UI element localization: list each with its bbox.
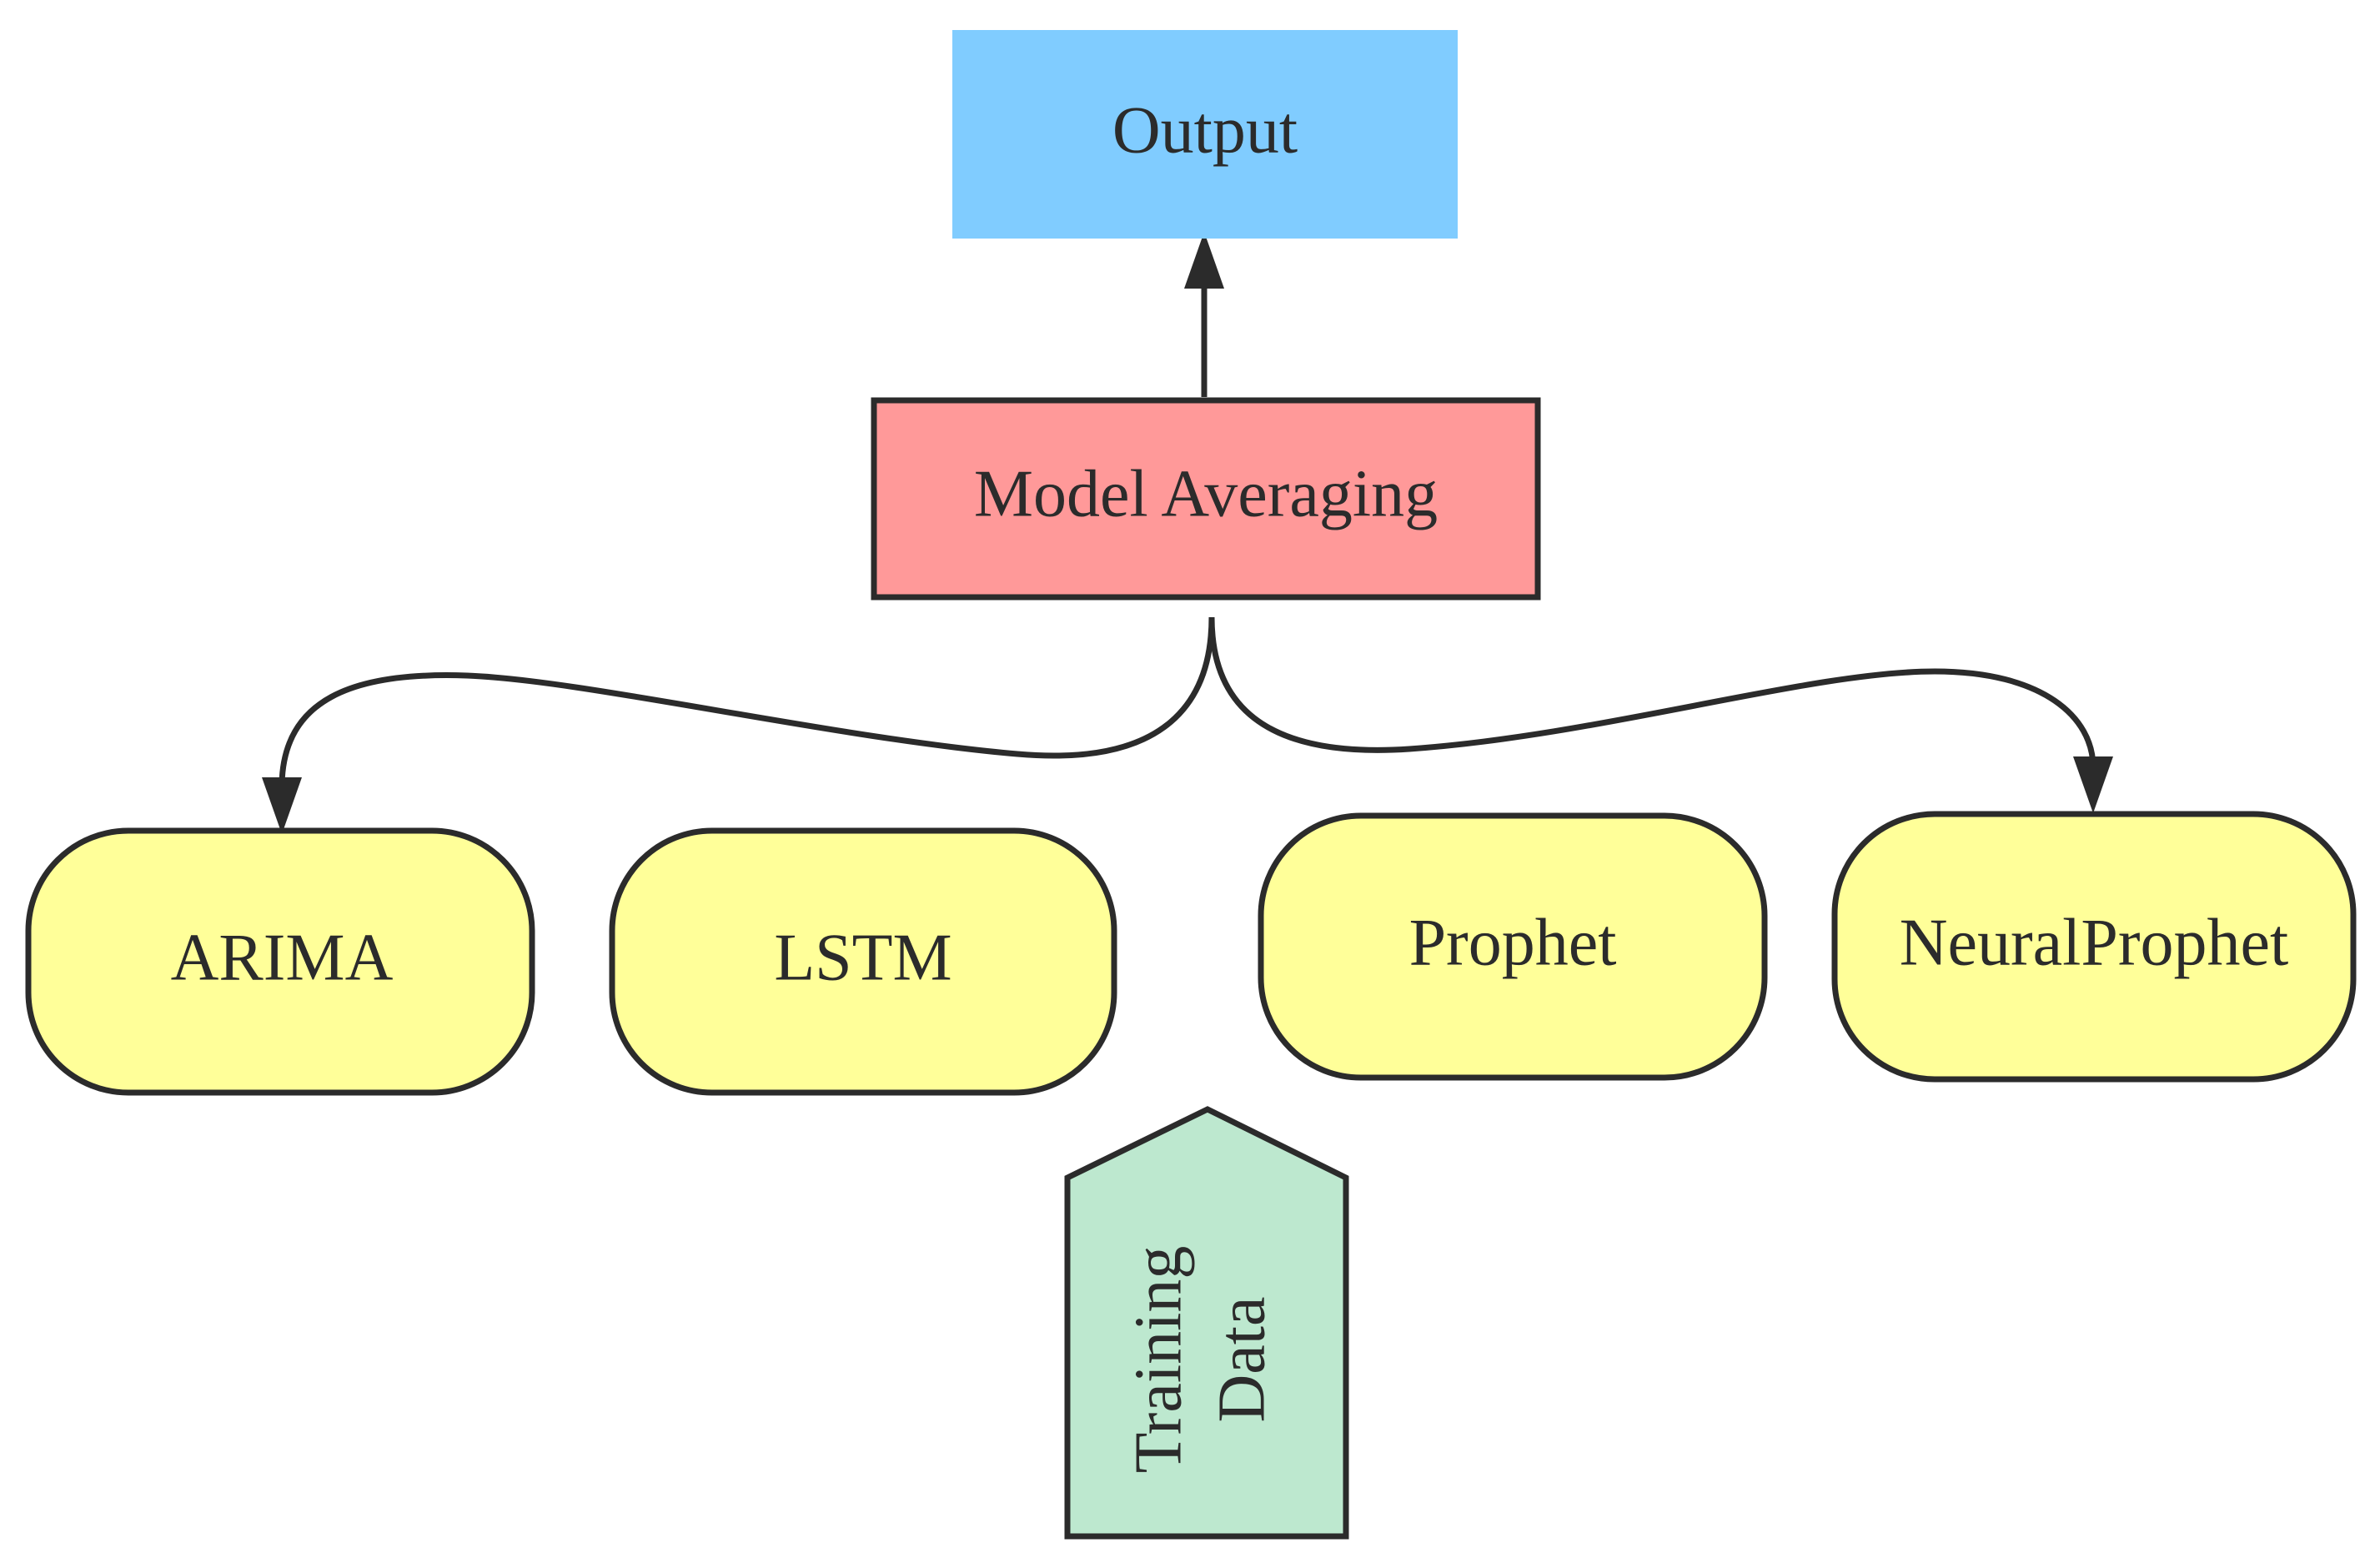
output-box bbox=[952, 30, 1458, 239]
arima-box bbox=[25, 827, 535, 1096]
model-averaging-label: Model Averaging bbox=[974, 457, 1438, 530]
arrowhead-arima bbox=[262, 777, 302, 834]
edges bbox=[262, 232, 2113, 834]
node-prophet: Prophet bbox=[1258, 812, 1768, 1081]
prophet-box bbox=[1258, 812, 1768, 1081]
model-averaging-box bbox=[871, 397, 1541, 601]
node-lstm: LSTM bbox=[609, 827, 1117, 1096]
edge-model-averaging-to-arima bbox=[279, 616, 1215, 785]
arrowhead-neuralprophet bbox=[2073, 756, 2113, 813]
arrowhead-output bbox=[1184, 232, 1224, 289]
node-neuralprophet: NeuralProphet bbox=[1831, 811, 2357, 1083]
arima-label: ARIMA bbox=[171, 921, 394, 994]
prophet-label: Prophet bbox=[1409, 906, 1617, 979]
output-label: Output bbox=[1112, 93, 1298, 167]
neuralprophet-box bbox=[1831, 811, 2357, 1083]
lstm-box bbox=[609, 827, 1117, 1096]
edge-model-averaging-to-neuralprophet bbox=[1208, 616, 2096, 768]
training-data-label-line2: Data bbox=[1205, 1296, 1278, 1422]
node-model-averaging: Model Averaging bbox=[871, 397, 1541, 601]
neuralprophet-label: NeuralProphet bbox=[1900, 906, 2289, 979]
training-data-label-line1: Training bbox=[1122, 1246, 1195, 1474]
lstm-label: LSTM bbox=[774, 921, 951, 994]
node-output: Output bbox=[952, 30, 1458, 239]
training-data-shape bbox=[1064, 1106, 1349, 1540]
node-arima: ARIMA bbox=[25, 827, 535, 1096]
node-training-data: Training Data bbox=[1064, 1106, 1349, 1540]
